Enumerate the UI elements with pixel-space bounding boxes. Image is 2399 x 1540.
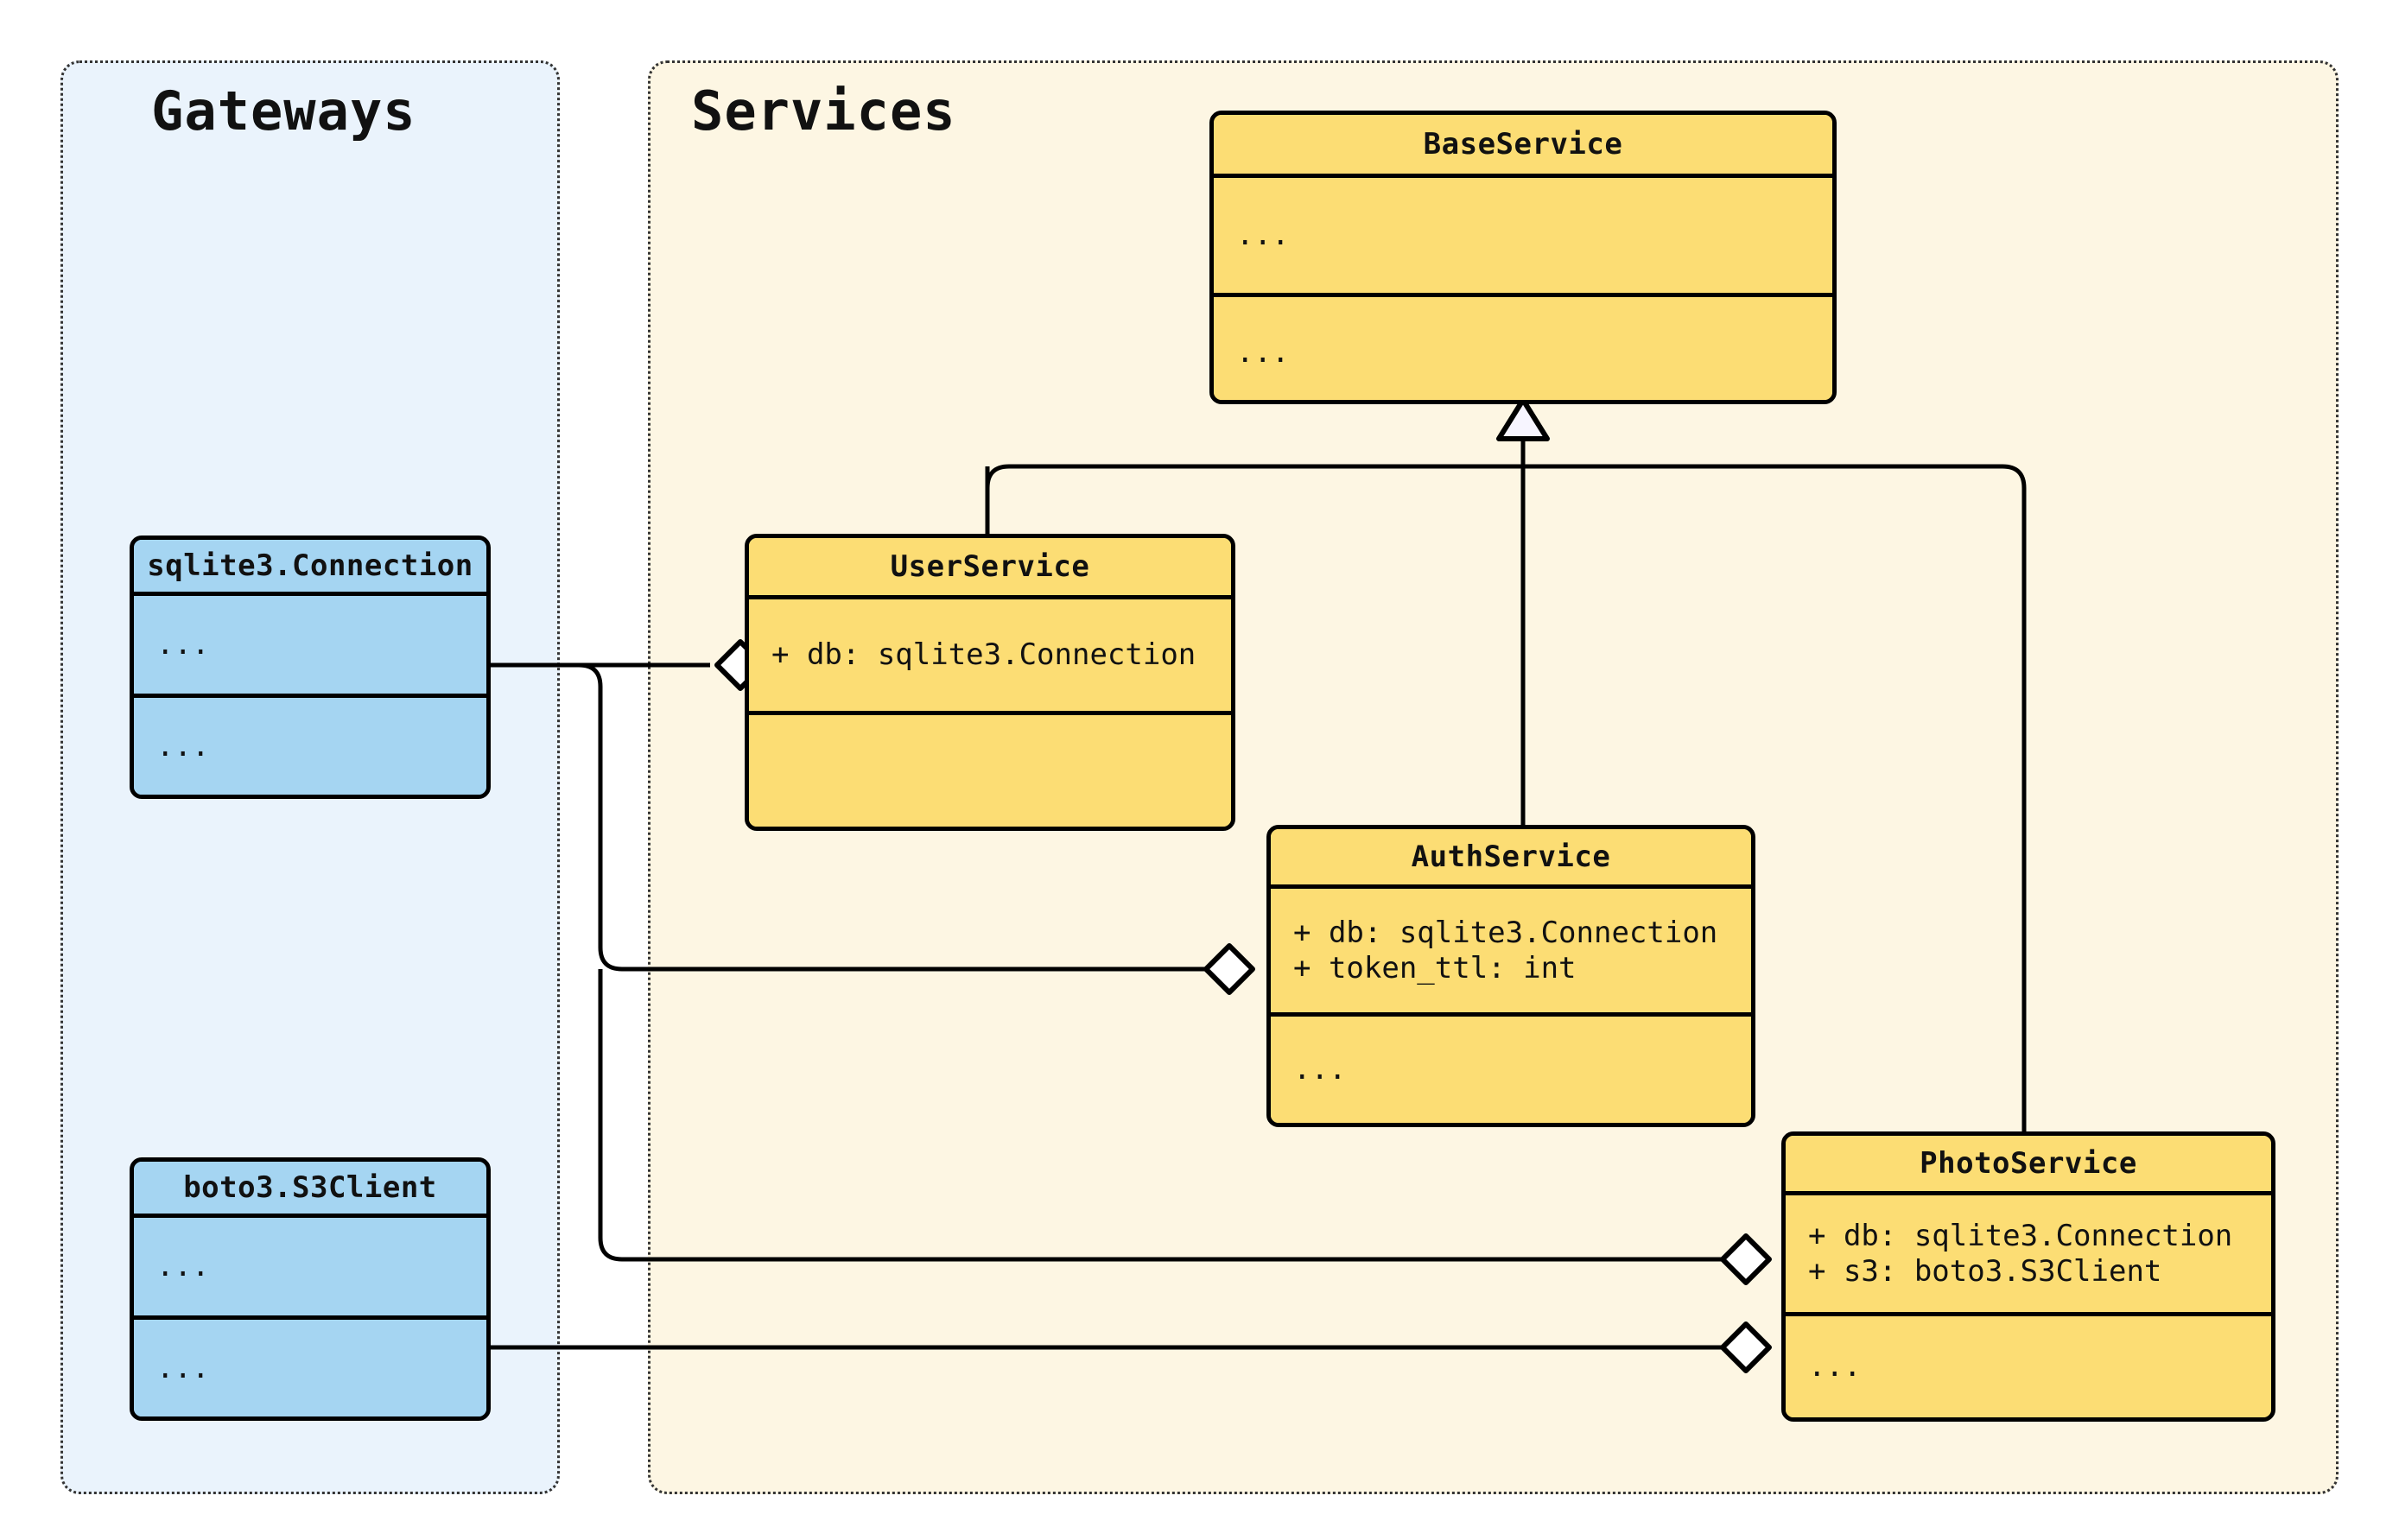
- class-box-authservice[interactable]: AuthService + db: sqlite3.Connection + t…: [1266, 825, 1755, 1127]
- class-title-userservice: UserService: [749, 538, 1231, 595]
- class-attributes-userservice: + db: sqlite3.Connection: [749, 595, 1231, 711]
- class-box-boto3-s3client[interactable]: boto3.S3Client ... ...: [130, 1157, 491, 1421]
- class-methods-photoservice: ...: [1786, 1312, 2271, 1417]
- class-attributes-boto3-s3client: ...: [134, 1214, 486, 1315]
- class-attributes-baseservice: ...: [1214, 174, 1832, 293]
- gateways-package-title: Gateways: [151, 79, 416, 143]
- attribute-row: + token_ttl: int: [1293, 950, 1577, 985]
- class-title-authservice: AuthService: [1271, 829, 1751, 884]
- class-methods-userservice: [749, 711, 1231, 827]
- method-row: ...: [1293, 1052, 1347, 1087]
- class-methods-boto3-s3client: ...: [134, 1315, 486, 1416]
- method-row: ...: [1236, 335, 1290, 371]
- services-package-title: Services: [691, 79, 956, 143]
- class-box-userservice[interactable]: UserService + db: sqlite3.Connection: [745, 534, 1235, 831]
- class-attributes-photoservice: + db: sqlite3.Connection + s3: boto3.S3C…: [1786, 1191, 2271, 1312]
- class-attributes-authservice: + db: sqlite3.Connection + token_ttl: in…: [1271, 884, 1751, 1012]
- method-row: ...: [1808, 1349, 1862, 1385]
- class-box-photoservice[interactable]: PhotoService + db: sqlite3.Connection + …: [1781, 1131, 2275, 1422]
- attribute-row: ...: [156, 627, 210, 662]
- method-row: ...: [156, 1350, 210, 1385]
- class-title-boto3-s3client: boto3.S3Client: [134, 1162, 486, 1214]
- class-attributes-sqlite3-connection: ...: [134, 592, 486, 694]
- attribute-row: + db: sqlite3.Connection: [1293, 916, 1718, 951]
- class-box-baseservice[interactable]: BaseService ... ...: [1209, 111, 1837, 404]
- attribute-row: + db: sqlite3.Connection: [771, 637, 1196, 673]
- class-box-sqlite3-connection[interactable]: sqlite3.Connection ... ...: [130, 536, 491, 799]
- class-methods-authservice: ...: [1271, 1012, 1751, 1123]
- class-title-baseservice: BaseService: [1214, 115, 1832, 174]
- method-row: ...: [156, 728, 210, 764]
- class-methods-sqlite3-connection: ...: [134, 694, 486, 795]
- attribute-row: + s3: boto3.S3Client: [1808, 1253, 2162, 1289]
- attribute-row: + db: sqlite3.Connection: [1808, 1219, 2233, 1254]
- class-title-sqlite3-connection: sqlite3.Connection: [134, 540, 486, 592]
- class-title-photoservice: PhotoService: [1786, 1136, 2271, 1191]
- attribute-row: ...: [1236, 218, 1290, 253]
- attribute-row: ...: [156, 1249, 210, 1284]
- class-methods-baseservice: ...: [1214, 293, 1832, 400]
